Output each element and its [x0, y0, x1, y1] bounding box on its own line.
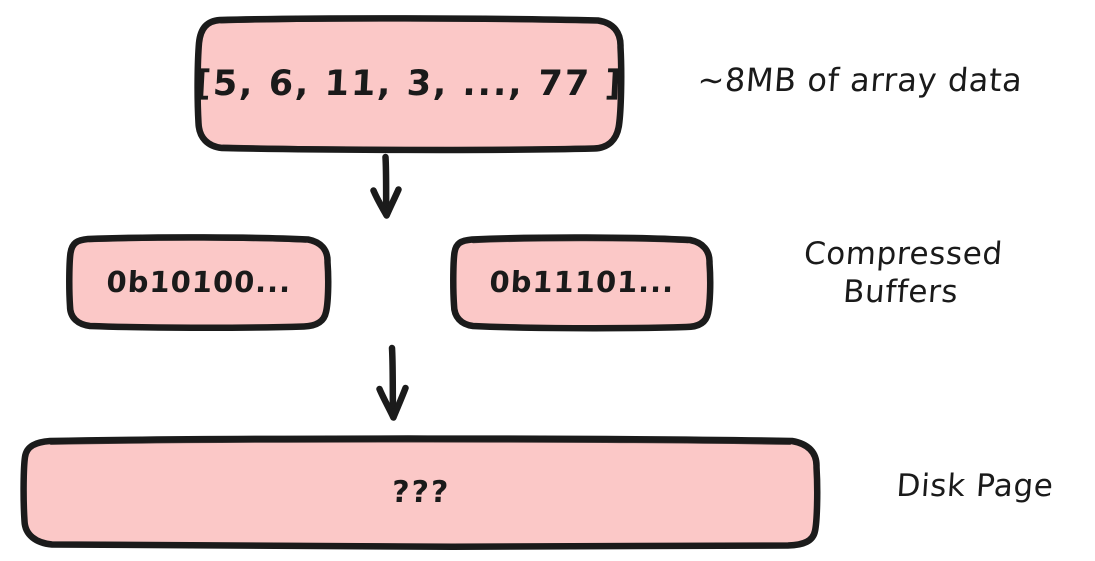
node-buffer-right-shape [450, 234, 714, 332]
node-array-shape [194, 15, 625, 154]
node-disk-page-label: ??? [390, 474, 452, 510]
label-compressed-buffers: Compressed Buffers [802, 236, 1004, 310]
arrow-buffers-to-disk [376, 344, 409, 421]
arrow-array-to-buffers [370, 153, 402, 219]
node-buffer-left-shape [66, 234, 332, 332]
node-buffer-right-label: 0b11101... [488, 265, 676, 299]
node-disk-page[interactable]: ??? [20, 435, 822, 550]
node-array-data[interactable]: [5, 6, 11, 3, ..., 77 ] [194, 15, 625, 154]
node-disk-page-shape [20, 435, 821, 550]
label-array-data: ~8MB of array data [696, 61, 1024, 99]
label-disk-page: Disk Page [895, 468, 1055, 504]
node-buffer-left-label: 0b10100... [105, 265, 293, 299]
node-array-label: [5, 6, 11, 3, ..., 77 ] [193, 64, 625, 104]
node-buffer-right[interactable]: 0b11101... [450, 234, 714, 332]
node-buffer-left[interactable]: 0b10100... [66, 234, 332, 332]
